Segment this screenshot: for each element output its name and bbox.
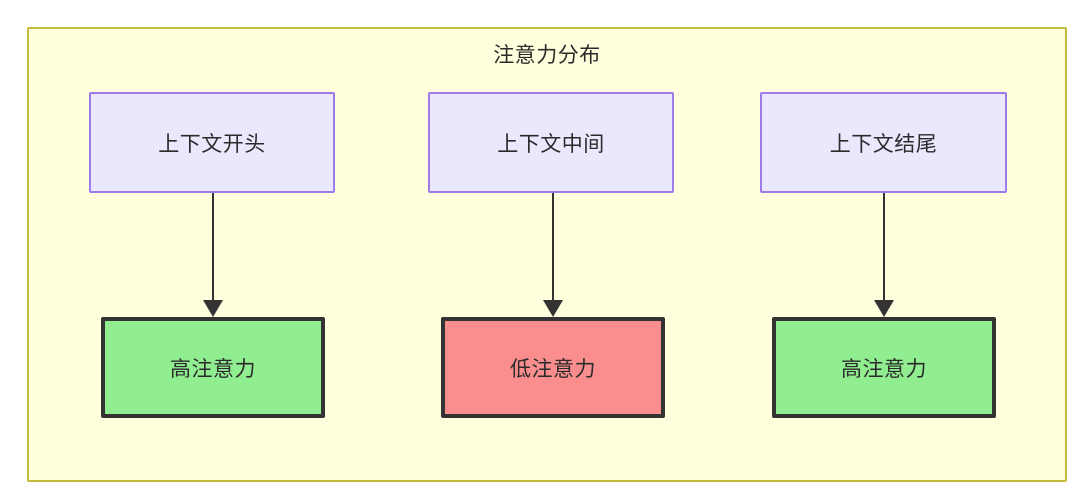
node-attention-low-mid[interactable]: 低注意力 bbox=[441, 317, 665, 418]
node-context-start[interactable]: 上下文开头 bbox=[89, 92, 335, 193]
node-attention-high-end[interactable]: 高注意力 bbox=[772, 317, 996, 418]
subgraph-title: 注意力分布 bbox=[493, 44, 601, 67]
node-attention-high-start[interactable]: 高注意力 bbox=[101, 317, 325, 418]
node-context-mid[interactable]: 上下文中间 bbox=[428, 92, 674, 193]
node-context-end[interactable]: 上下文结尾 bbox=[760, 92, 1007, 193]
